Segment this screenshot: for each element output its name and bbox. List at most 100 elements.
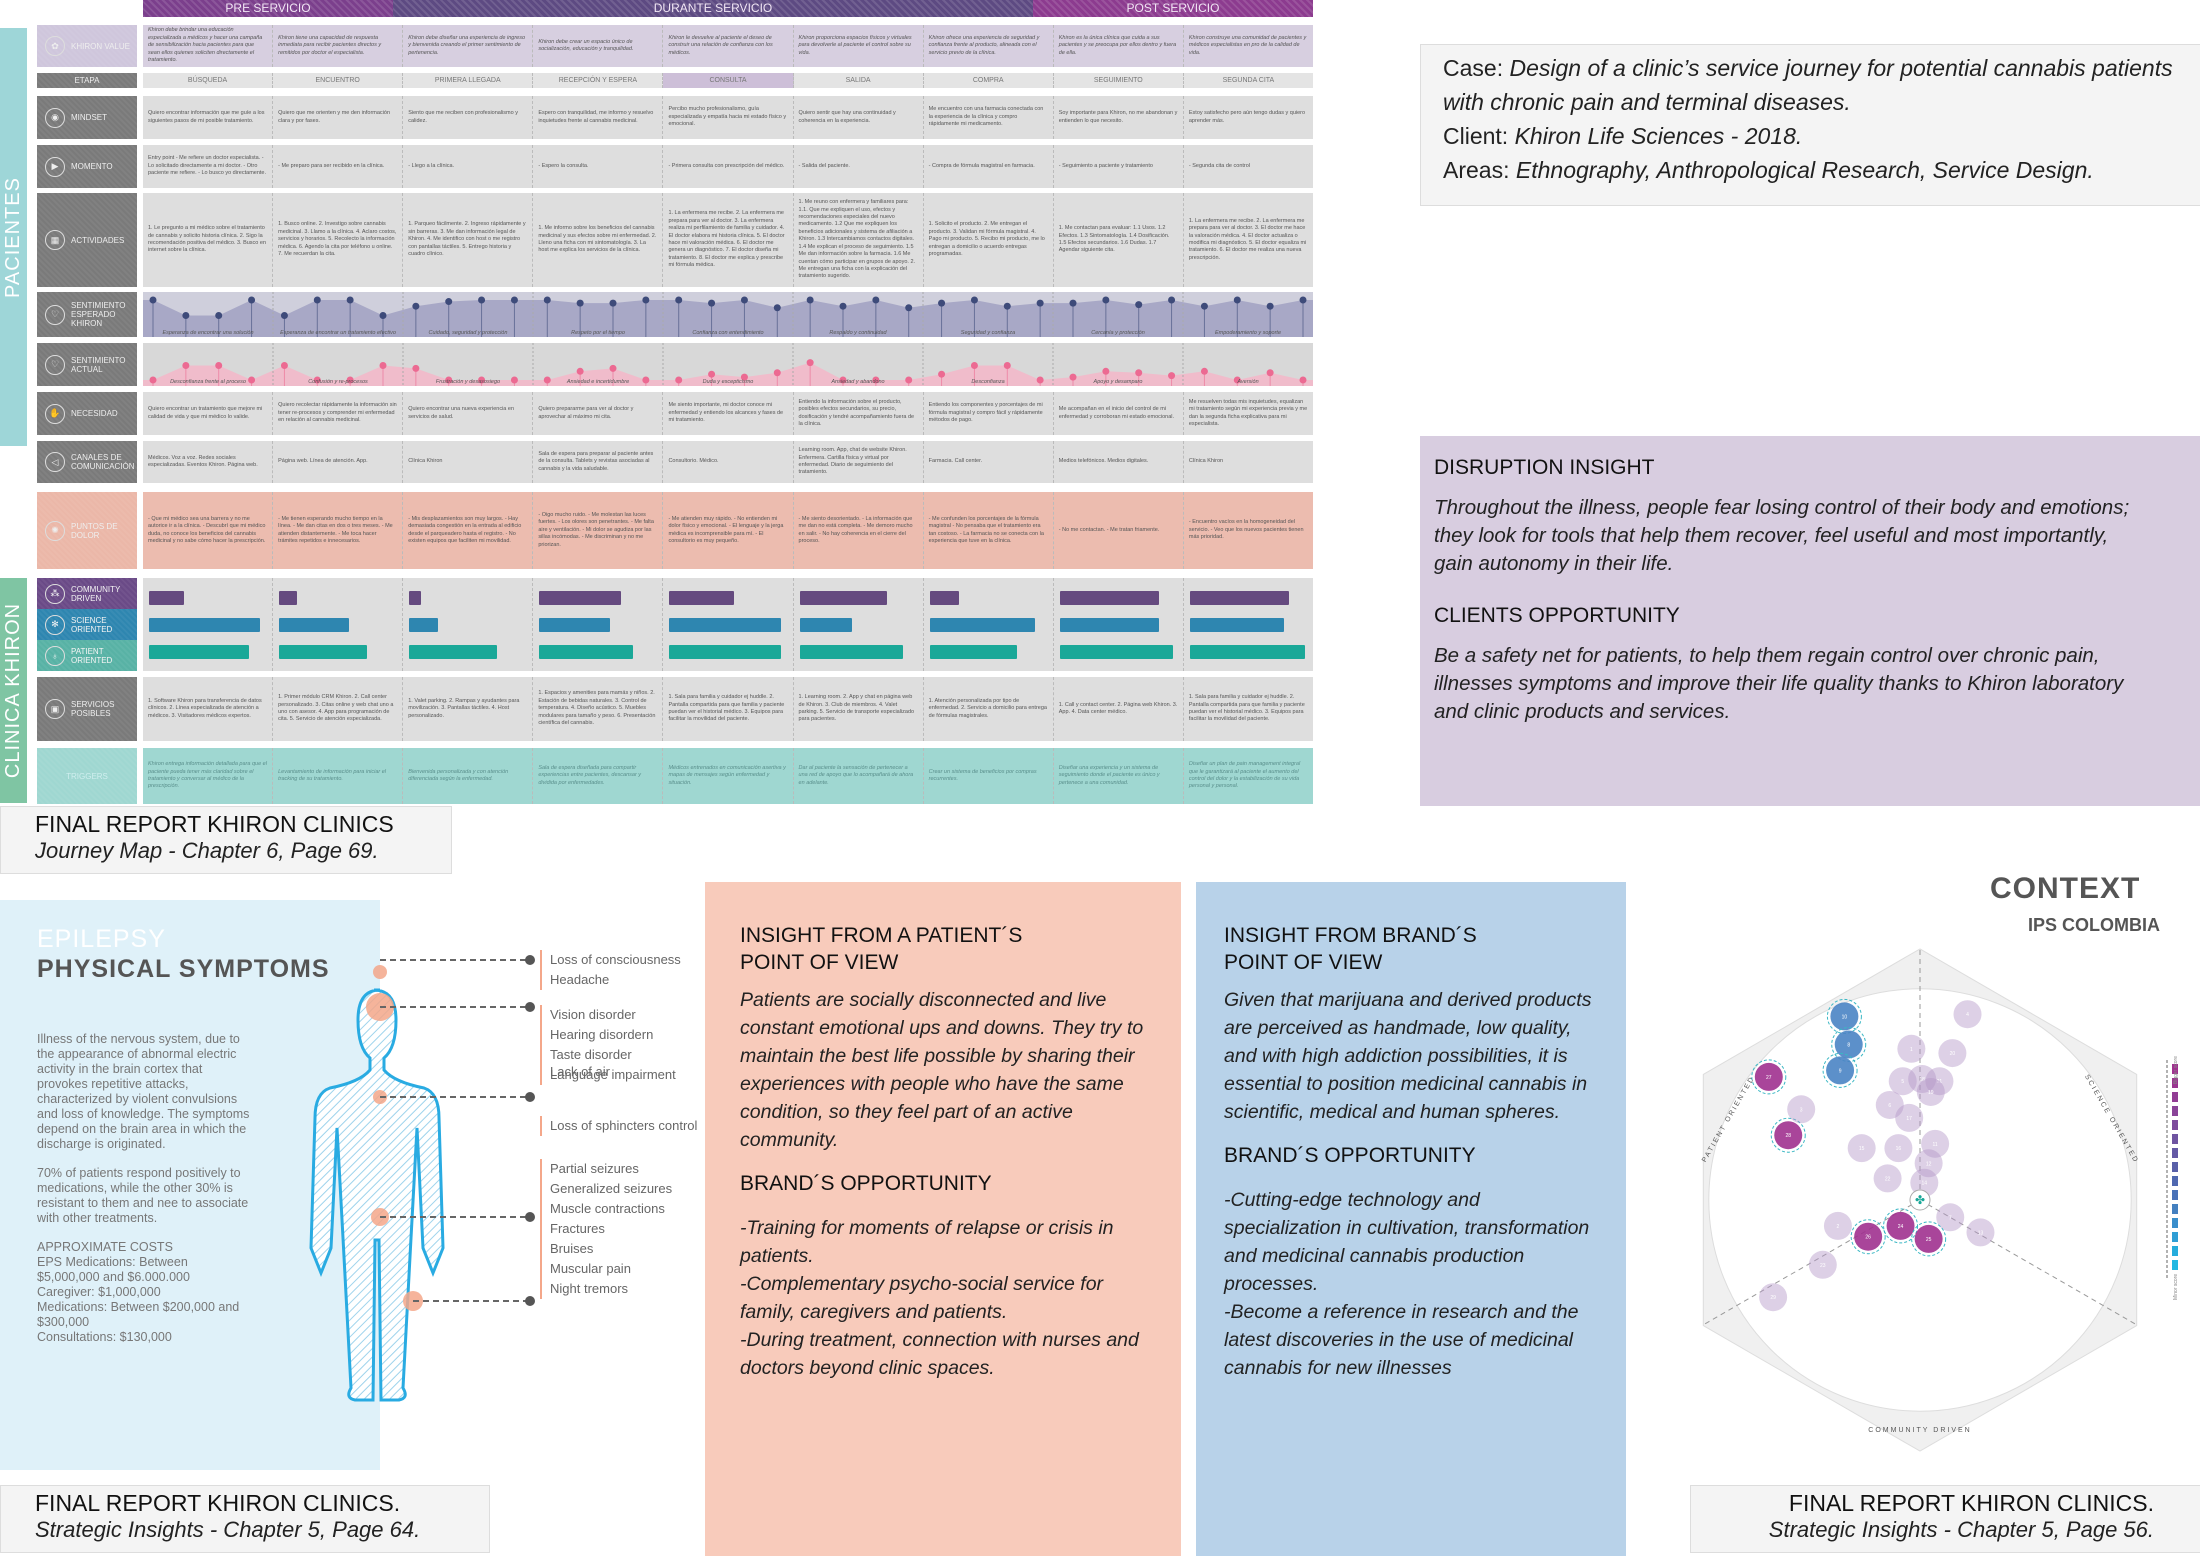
row-label-triggers: TRIGGERS (37, 748, 137, 804)
feeling-point (215, 362, 223, 369)
cell-brand: Khiron debe crear un espacio único de so… (533, 25, 664, 67)
feeling-caption: Cuidado, seguridad y protección (429, 330, 508, 336)
feeling-point (379, 312, 387, 319)
bubble-19 (1916, 1078, 1945, 1106)
brand-insight-body: Given that marijuana and derived product… (1224, 989, 1592, 1123)
pillar-cell (273, 578, 404, 671)
cell-channels: Clínica Khiron (403, 441, 534, 483)
symptom-item: Loss of consciousness (550, 952, 681, 967)
bubble-label: 13 (1978, 1230, 1984, 1236)
bubble-label: 16 (1896, 1146, 1902, 1152)
feeling-point (1135, 301, 1143, 309)
cell-moment: - Segunda cita de control (1188, 162, 1251, 169)
cell-activities: 1. Le pregunto a mi médico sobre el trat… (143, 193, 274, 287)
mindset-icon: ◉ (45, 107, 65, 128)
legend-top-label: Bigger score (2173, 1056, 2179, 1084)
feeling-point (1003, 362, 1011, 369)
community-bar (1059, 590, 1160, 605)
patient-bar (279, 644, 367, 659)
row-label-expected: ♡SENTIMIENTO ESPERADO KHIRON (37, 292, 137, 337)
epilepsy-kicker: EPILEPSY (37, 925, 166, 953)
clients-opportunity-body: Be a safety net for patients, to help th… (1434, 644, 2124, 723)
bubble-label: 4 (1966, 1012, 1969, 1018)
community-bar (149, 590, 185, 605)
row-channels: Médicos. Voz a voz. Redes sociales espec… (143, 441, 1313, 483)
patient-insight-panel: INSIGHT FROM A PATIENT´S POINT OF VIEW P… (705, 882, 1181, 1556)
feeling-point (510, 376, 518, 384)
cell-activities: 1. Me informo sobre los beneficios del c… (533, 193, 664, 287)
cell-need: Me siento importante, mi doctor conoce m… (663, 392, 794, 435)
bubble-12 (1914, 1149, 1943, 1178)
science-bar (669, 617, 781, 632)
cell-brand: Khiron es la única clínica que cuida a s… (1054, 25, 1184, 67)
bubble-highlight-ring (1911, 1221, 1947, 1257)
feeling-caption: Confianza con entendimiento (692, 330, 763, 336)
cell-channels: Clínica Khiron (1188, 458, 1224, 465)
bubble-label: 27 (1766, 1075, 1772, 1081)
bubble-highlight-ring (1822, 1052, 1858, 1088)
case-summary: Case: Design of a clinic’s service journ… (1420, 44, 2200, 206)
row-label-text: PUNTOS DE DOLOR (71, 521, 118, 540)
bubble-highlight-ring (1751, 1059, 1787, 1095)
actual-area (143, 362, 1313, 386)
costs-title: APPROXIMATE COSTS (37, 1240, 173, 1254)
legend-swatch (2172, 1134, 2178, 1144)
legend-swatch (2172, 1162, 2178, 1172)
client-text: Khiron Life Sciences - 2018. (1508, 123, 1803, 149)
symptom-group: Loss of sphincters control (540, 1115, 697, 1136)
pillar-cell (533, 578, 664, 671)
cannabis-leaf-icon: ✤ (1915, 1193, 1925, 1207)
feeling-point (1003, 302, 1011, 310)
patient-bar (1059, 644, 1174, 659)
legend-swatch (2172, 1078, 2178, 1088)
group-patients: PACIENTES (0, 28, 27, 446)
feeling-point (675, 376, 683, 384)
feeling-point (412, 302, 420, 310)
feeling-point (576, 367, 584, 375)
row-label-activities: ▦ACTIVIDADES (37, 193, 137, 287)
feeling-caption: Respaldo y continuidad (829, 330, 887, 336)
bubble-22 (1873, 1164, 1902, 1193)
cell-moment: - Me preparo para ser recibido en la clí… (273, 145, 404, 188)
brand-insight-title: INSIGHT FROM BRAND´S POINT OF VIEW (1224, 924, 1477, 974)
bubble-6 (1875, 1090, 1904, 1119)
legend-swatch (2172, 1148, 2178, 1158)
feeling-point (872, 296, 880, 304)
cell-brand: Khiron ofrece una experiencia de segurid… (924, 25, 1054, 67)
bubble-27 (1754, 1062, 1783, 1091)
cell-need: Me resuelven todas mis inquietudes, equa… (1188, 398, 1308, 427)
symptom-item: Generalized seizures (550, 1181, 673, 1197)
bubble-4 (1953, 1000, 1982, 1029)
client-label: Client: (1443, 123, 1509, 149)
cell-triggers: Crear un sistema de beneficios por compr… (924, 748, 1054, 804)
symptom-marker-head-top (373, 965, 387, 979)
feeling-point (412, 364, 420, 372)
bubble-highlight-ring (1770, 1117, 1806, 1153)
cell-moment: - Primera consulta con prescripción del … (663, 145, 794, 188)
feeling-point (806, 296, 814, 304)
feeling-point (773, 304, 781, 312)
feeling-point (905, 376, 913, 384)
caption-title: FINAL REPORT KHIRON CLINICS (35, 811, 394, 837)
legend-swatch (2172, 1260, 2178, 1270)
axis-line (1919, 1199, 2138, 1326)
bubble-label: 3 (1800, 1107, 1803, 1113)
feeling-point (1036, 299, 1044, 307)
patient-icon: ♁ (45, 645, 65, 666)
row-label-text: CANALES DE COMUNICACIÓN (71, 453, 135, 471)
feeling-point (1299, 376, 1307, 384)
cell-channels: Medios telefónicos. Medios digitales. (1054, 441, 1184, 483)
feeling-caption: Duda y escepticismo (703, 379, 754, 385)
stage-1: ENCUENTRO (273, 73, 404, 88)
clients-opportunity-title: CLIENTS OPPORTUNITY (1434, 604, 1680, 627)
feeling-point (543, 376, 551, 384)
feeling-caption: Desconfianza frente al proceso (170, 379, 246, 385)
row-label-text: ACTIVIDADES (71, 235, 125, 245)
feeling-caption: Confusión y re-procesos (308, 379, 368, 385)
cell-pain: - Mis desplazamientos son muy largos. - … (403, 492, 534, 569)
legend-swatch (2172, 1120, 2178, 1130)
bubble-21 (1925, 1067, 1954, 1096)
bubble-label: 5 (1901, 1079, 1904, 1085)
